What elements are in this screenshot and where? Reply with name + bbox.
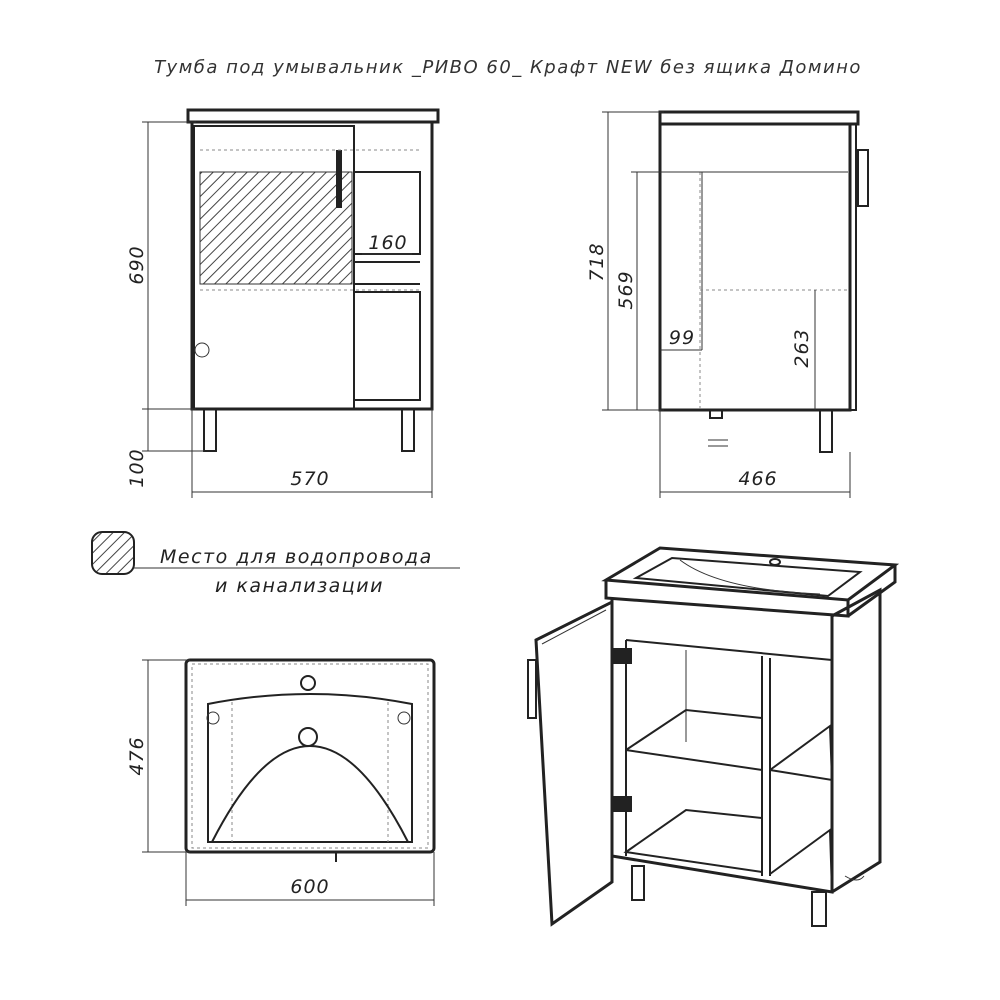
dim-side-pipe-offset: 99 [669, 327, 695, 349]
door-handle [336, 150, 342, 208]
legend-line-2: и канализации [215, 575, 384, 597]
dim-front-height: 690 [126, 245, 148, 284]
dim-top-width: 600 [290, 876, 329, 898]
side-view: 718 569 99 263 466 [586, 110, 869, 498]
dim-front-shelf: 160 [368, 232, 407, 254]
drawing-title: Тумба под умывальник _РИВО 60_ Крафт NEW… [154, 57, 862, 78]
dim-front-width: 570 [290, 468, 329, 490]
plumbing-zone-hatch [199, 171, 353, 285]
dim-side-inner-height: 569 [615, 270, 637, 309]
top-view: 476 600 [126, 658, 436, 906]
iso-door-handle [527, 659, 537, 719]
isometric-view [527, 546, 900, 927]
dim-top-depth: 476 [126, 736, 148, 775]
faucet-hole [300, 675, 316, 691]
dim-side-total-height: 718 [586, 242, 608, 281]
dim-side-depth: 466 [738, 468, 777, 490]
front-view: 690 100 570 160 [126, 108, 440, 498]
top-hinge [612, 648, 632, 664]
legend-line-1: Место для водопровода [160, 546, 433, 568]
dim-front-leg: 100 [126, 448, 148, 487]
bottom-hinge [612, 796, 632, 812]
dim-side-shelf-height: 263 [791, 328, 813, 367]
drain-hole [298, 727, 318, 747]
legend: Место для водопровода и канализации [91, 531, 460, 597]
hatch-legend-swatch [91, 531, 135, 575]
side-handle [857, 149, 869, 207]
